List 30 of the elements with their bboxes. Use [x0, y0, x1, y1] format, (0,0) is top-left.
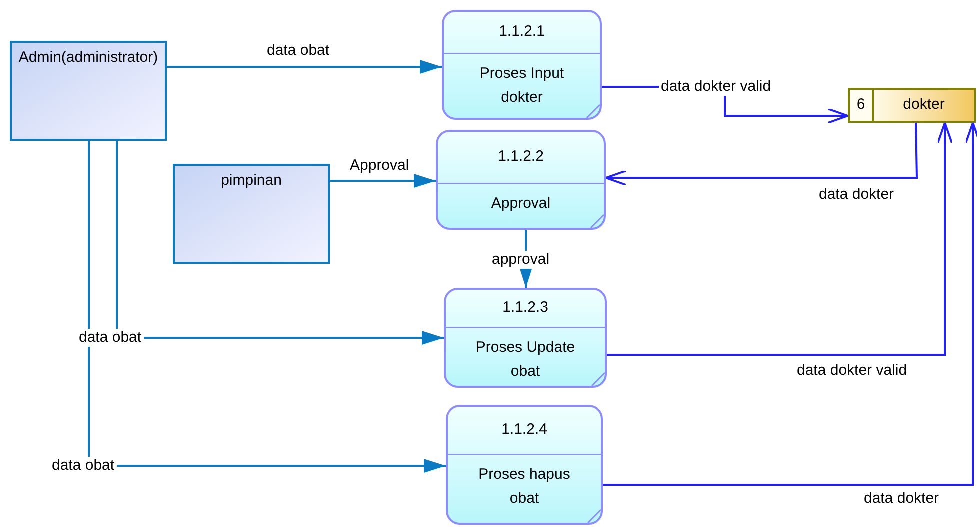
flow-arrow: [167, 60, 442, 74]
edge-label: Approval: [348, 157, 412, 175]
flow-arrow: [116, 141, 444, 345]
process-number: 1.1.2.3: [502, 298, 548, 318]
flow-arrow: [605, 122, 918, 186]
process-number: 1.1.2.4: [502, 420, 548, 440]
external-entity-box: [173, 164, 330, 264]
process-label: Approval: [491, 194, 551, 214]
process-number: 1.1.2.2: [498, 147, 544, 168]
flow-arrow: [607, 122, 953, 356]
edge-label: approval: [490, 251, 552, 269]
entity-label: pimpinan: [220, 171, 283, 191]
flow-arrow: [88, 141, 446, 473]
process-label: Proses Update obat: [474, 338, 576, 382]
process-number: 1.1.2.1: [499, 22, 545, 42]
external-entity-box: [10, 41, 167, 141]
store-number: 6: [856, 95, 866, 116]
flow-arrow: [330, 174, 436, 188]
flow-arrow: [603, 122, 977, 486]
data-store: [848, 88, 976, 123]
process-box: [436, 130, 606, 230]
process-box: [444, 288, 607, 388]
process-box: [442, 10, 602, 120]
process-box: [446, 405, 603, 525]
edge-label: data dokter valid: [659, 78, 774, 96]
edge-label: data obat: [77, 329, 144, 347]
entity-label: Admin(administrator): [18, 48, 160, 68]
process-label: Proses Input dokter: [478, 64, 566, 108]
process-label: Proses hapus obat: [478, 465, 572, 509]
store-label: dokter: [903, 95, 945, 116]
